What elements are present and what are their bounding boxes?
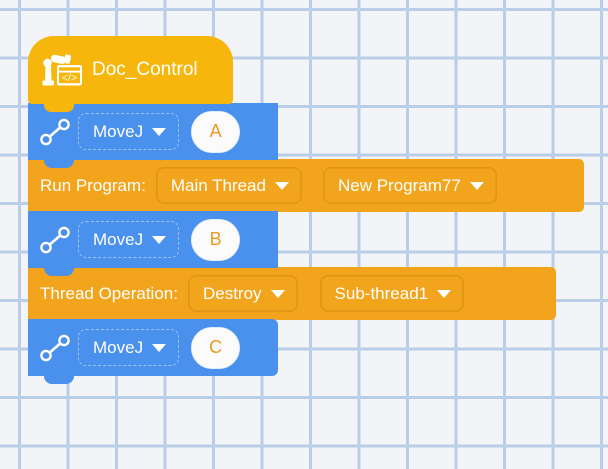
dropdown-movej-command[interactable]: MoveJ xyxy=(78,113,180,150)
badge-waypoint-c[interactable]: C xyxy=(191,326,241,369)
badge-waypoint-c-label: C xyxy=(209,337,223,357)
badge-waypoint-b[interactable]: B xyxy=(191,218,241,261)
dropdown-movej-command-value: MoveJ xyxy=(93,121,144,141)
chevron-down-icon xyxy=(152,343,167,352)
move-path-icon xyxy=(38,225,72,255)
dropdown-movej-command-value: MoveJ xyxy=(93,229,144,249)
dropdown-run-program-thread-value: Main Thread xyxy=(170,175,266,195)
dropdown-thread-operation-action-value: Destroy xyxy=(202,283,262,303)
chevron-down-icon xyxy=(152,127,167,136)
chevron-down-icon xyxy=(274,181,289,190)
chevron-down-icon xyxy=(437,289,452,298)
block-movej-b[interactable]: MoveJ B xyxy=(28,211,278,276)
block-movej-c[interactable]: MoveJ C xyxy=(28,319,278,384)
hat-block-doc-control[interactable]: </> Doc_Control xyxy=(28,36,233,112)
thread-operation-label: Thread Operation: xyxy=(40,283,178,303)
badge-waypoint-a-label: A xyxy=(209,121,222,141)
dropdown-run-program-thread[interactable]: Main Thread xyxy=(155,167,302,204)
block-thread-operation[interactable]: Thread Operation: Destroy Sub-thread1 xyxy=(28,267,556,328)
dropdown-thread-operation-target-value: Sub-thread1 xyxy=(334,283,429,303)
chevron-down-icon xyxy=(152,235,167,244)
dropdown-movej-command[interactable]: MoveJ xyxy=(78,221,180,258)
block-run-program[interactable]: Run Program: Main Thread New Program77 xyxy=(28,159,584,220)
chevron-down-icon xyxy=(469,181,484,190)
run-program-label: Run Program: xyxy=(40,175,146,195)
badge-waypoint-a[interactable]: A xyxy=(191,110,241,153)
robot-document-icon: </> xyxy=(40,50,84,90)
dropdown-movej-command[interactable]: MoveJ xyxy=(78,329,180,366)
chevron-down-icon xyxy=(270,289,285,298)
block-script-stack[interactable]: </> Doc_Control MoveJ A xyxy=(28,36,584,384)
hat-block-title: Doc_Control xyxy=(92,59,198,80)
svg-text:</>: </> xyxy=(62,72,77,84)
move-path-icon xyxy=(38,333,72,363)
dropdown-movej-command-value: MoveJ xyxy=(93,337,144,357)
dropdown-run-program-name-value: New Program77 xyxy=(337,175,461,195)
badge-waypoint-b-label: B xyxy=(209,229,222,249)
dropdown-thread-operation-target[interactable]: Sub-thread1 xyxy=(319,275,465,312)
move-path-icon xyxy=(38,117,72,147)
dropdown-run-program-name[interactable]: New Program77 xyxy=(322,167,497,204)
dropdown-thread-operation-action[interactable]: Destroy xyxy=(187,275,298,312)
